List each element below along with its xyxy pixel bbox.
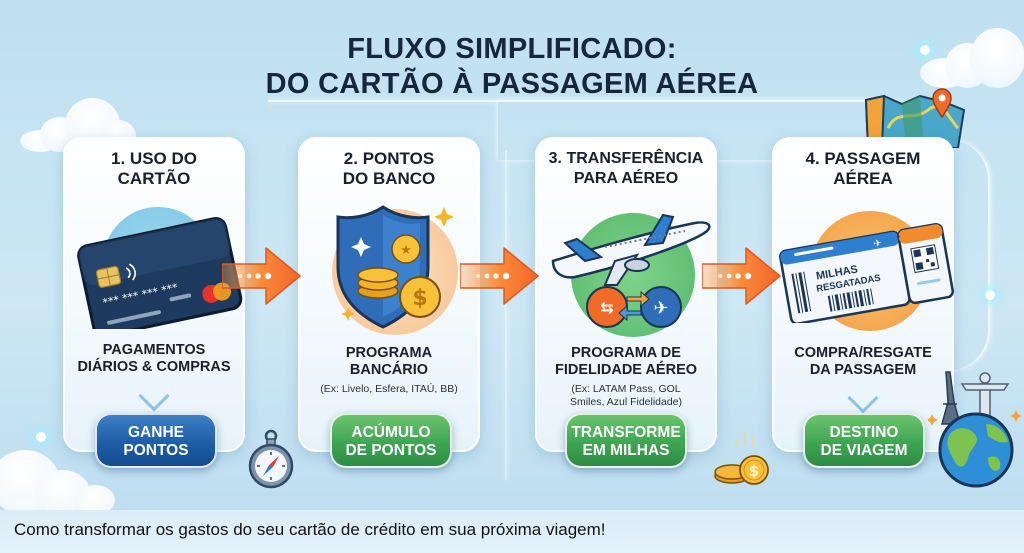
location-pin-icon (932, 88, 952, 118)
step-4-title: 4. PASSAGEM AÉREA (805, 149, 921, 188)
badge-destino-de-viagem: DESTINO DE VIAGEM (803, 413, 925, 468)
svg-text:★: ★ (400, 243, 412, 258)
badge-acumulo-de-pontos: ACÚMULO DE PONTOS (330, 413, 452, 468)
svg-text:✈: ✈ (653, 298, 668, 319)
glow-dot (36, 432, 46, 442)
title-line-2: DO CARTÃO À PASSAGEM AÉREA (265, 68, 759, 100)
step-3-examples: (Ex: LATAM Pass, GOL Smiles, Azul Fideli… (569, 383, 683, 408)
footer-caption: Como transformar os gastos do seu cartão… (14, 520, 606, 539)
step-1-title: 1. USO DO CARTÃO (111, 149, 197, 188)
arrow-right-icon (702, 247, 781, 305)
arrow-right-icon (222, 247, 301, 305)
footer: Como transformar os gastos do seu cartão… (0, 510, 1024, 553)
compass-icon (248, 429, 294, 489)
chevron-down-icon (847, 382, 879, 414)
path-line (940, 140, 990, 370)
svg-text:$: $ (412, 286, 427, 311)
step-card-4: 4. PASSAGEM AÉREA ✈ (772, 137, 954, 452)
shield-coins-icon: ★ $ (336, 205, 454, 329)
globe-landmarks-icon (928, 371, 1022, 488)
step-3-title: 3. TRANSFERÊNCIA PARA AÉREO (548, 150, 704, 187)
credit-card-icon: *** *** *** *** (77, 217, 243, 329)
step-card-3: 3. TRANSFERÊNCIA PARA AÉREO ⇆ ✈ PROGRAMA… (535, 137, 717, 452)
step-card-2: 2. PONTOS DO BANCO ★ $ PROGRAMA BANCÁRIO… (298, 137, 480, 452)
boarding-pass-icon: ✈ (778, 219, 954, 323)
chevron-down-icon (138, 380, 170, 412)
step-2-examples: (Ex: Livelo, Esfera, ITAÚ, BB) (320, 383, 458, 395)
step-3-subtitle: PROGRAMA DE FIDELIDADE AÉREO (554, 345, 698, 378)
step-card-1: 1. USO DO CARTÃO *** *** *** *** PAGAMEN… (63, 137, 245, 452)
step-2-title: 2. PONTOS DO BANCO (342, 149, 436, 188)
svg-text:✈: ✈ (873, 238, 883, 250)
ticket-graphic: ✈ (779, 222, 954, 323)
coins-icon: $ (714, 432, 769, 485)
glow-dot (985, 290, 995, 300)
path-line (268, 100, 498, 102)
svg-text:⇆: ⇆ (600, 298, 613, 317)
arrow-right-icon (460, 247, 539, 305)
step-1-subtitle: PAGAMENTOS DIÁRIOS & COMPRAS (77, 342, 231, 375)
svg-text:$: $ (749, 462, 759, 480)
cloud-icon (920, 28, 1024, 88)
title-line-1: FLUXO SIMPLIFICADO: (347, 33, 677, 65)
glow-dot (920, 45, 930, 55)
badge-transforme-em-milhas: TRANSFORME EM MILHAS (565, 413, 687, 468)
path-line (505, 150, 507, 480)
step-2-subtitle: PROGRAMA BANCÁRIO (345, 345, 433, 378)
badge-ganhe-pontos: GANHE PONTOS (95, 413, 217, 468)
page-title: FLUXO SIMPLIFICADO: DO CARTÃO À PASSAGEM… (0, 32, 1024, 102)
airplane-transfer-icon: ⇆ ✈ (551, 213, 711, 328)
step-4-subtitle: COMPRA/RESGATE DA PASSAGEM (794, 345, 932, 378)
